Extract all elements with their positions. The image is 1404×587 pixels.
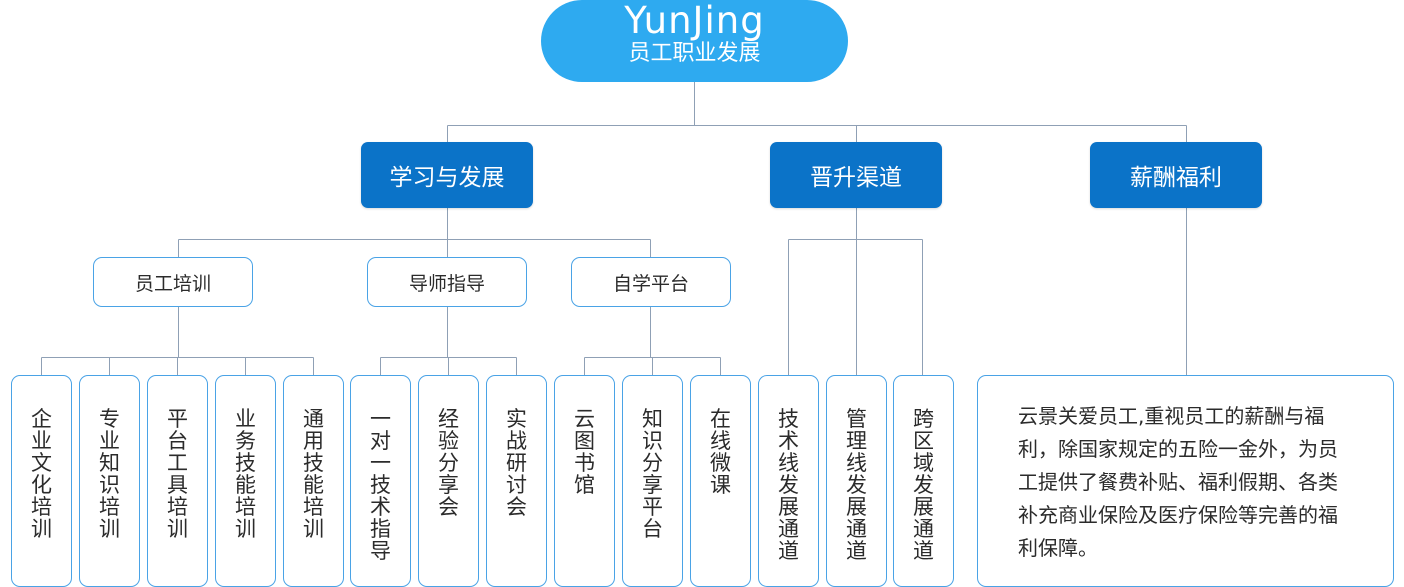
root-subtitle: 员工职业发展 (628, 41, 761, 66)
leaf-mentor-3: 实战研讨会 (486, 375, 547, 587)
leaf-label: 一对一技术指导 (370, 407, 391, 563)
leaf-mentor-2: 经验分享会 (418, 375, 479, 587)
leaf-training-1: 企业文化培训 (11, 375, 72, 587)
benefits-description: 云景关爱员工,重视员工的薪酬与福利，除国家规定的五险一金外，为员工提供了餐费补贴… (977, 375, 1394, 587)
leaf-label: 技术线发展通道 (778, 407, 799, 563)
leaf-label: 业务技能培训 (235, 407, 256, 541)
leaf-label: 在线微课 (710, 407, 731, 497)
leaf-promotion-1: 技术线发展通道 (758, 375, 819, 587)
leaf-label: 知识分享平台 (642, 407, 663, 541)
leaf-promotion-3: 跨区域发展通道 (893, 375, 954, 587)
connector-learning (178, 208, 651, 257)
leaf-label: 专业知识培训 (99, 407, 120, 541)
connector-selfstudy (584, 307, 721, 375)
connector-mentor (380, 307, 517, 375)
connector-promotion (788, 208, 923, 375)
leaf-training-3: 平台工具培训 (147, 375, 208, 587)
leaf-training-5: 通用技能培训 (283, 375, 344, 587)
root-title: YunJing (624, 0, 765, 42)
node-mentor-guidance: 导师指导 (367, 257, 527, 307)
node-promotion-channels: 晋升渠道 (770, 142, 942, 208)
leaf-label: 云图书馆 (574, 407, 595, 497)
leaf-training-2: 专业知识培训 (79, 375, 140, 587)
connector-root (447, 82, 1187, 142)
leaf-selfstudy-3: 在线微课 (690, 375, 751, 587)
leaf-label: 经验分享会 (438, 407, 459, 519)
root-node: YunJing 员工职业发展 (541, 0, 848, 82)
leaf-label: 通用技能培训 (303, 407, 324, 541)
leaf-label: 管理线发展通道 (846, 407, 867, 563)
leaf-label: 平台工具培训 (167, 407, 188, 541)
node-self-study-platform: 自学平台 (571, 257, 731, 307)
connector-training (41, 307, 314, 375)
node-employee-training: 员工培训 (93, 257, 253, 307)
node-compensation-benefits: 薪酬福利 (1090, 142, 1262, 208)
leaf-mentor-1: 一对一技术指导 (350, 375, 411, 587)
leaf-promotion-2: 管理线发展通道 (826, 375, 887, 587)
leaf-training-4: 业务技能培训 (215, 375, 276, 587)
leaf-label: 企业文化培训 (31, 407, 52, 541)
leaf-label: 实战研讨会 (506, 407, 527, 519)
leaf-label: 跨区域发展通道 (913, 407, 934, 563)
node-learning-development: 学习与发展 (361, 142, 533, 208)
leaf-selfstudy-2: 知识分享平台 (622, 375, 683, 587)
leaf-selfstudy-1: 云图书馆 (554, 375, 615, 587)
